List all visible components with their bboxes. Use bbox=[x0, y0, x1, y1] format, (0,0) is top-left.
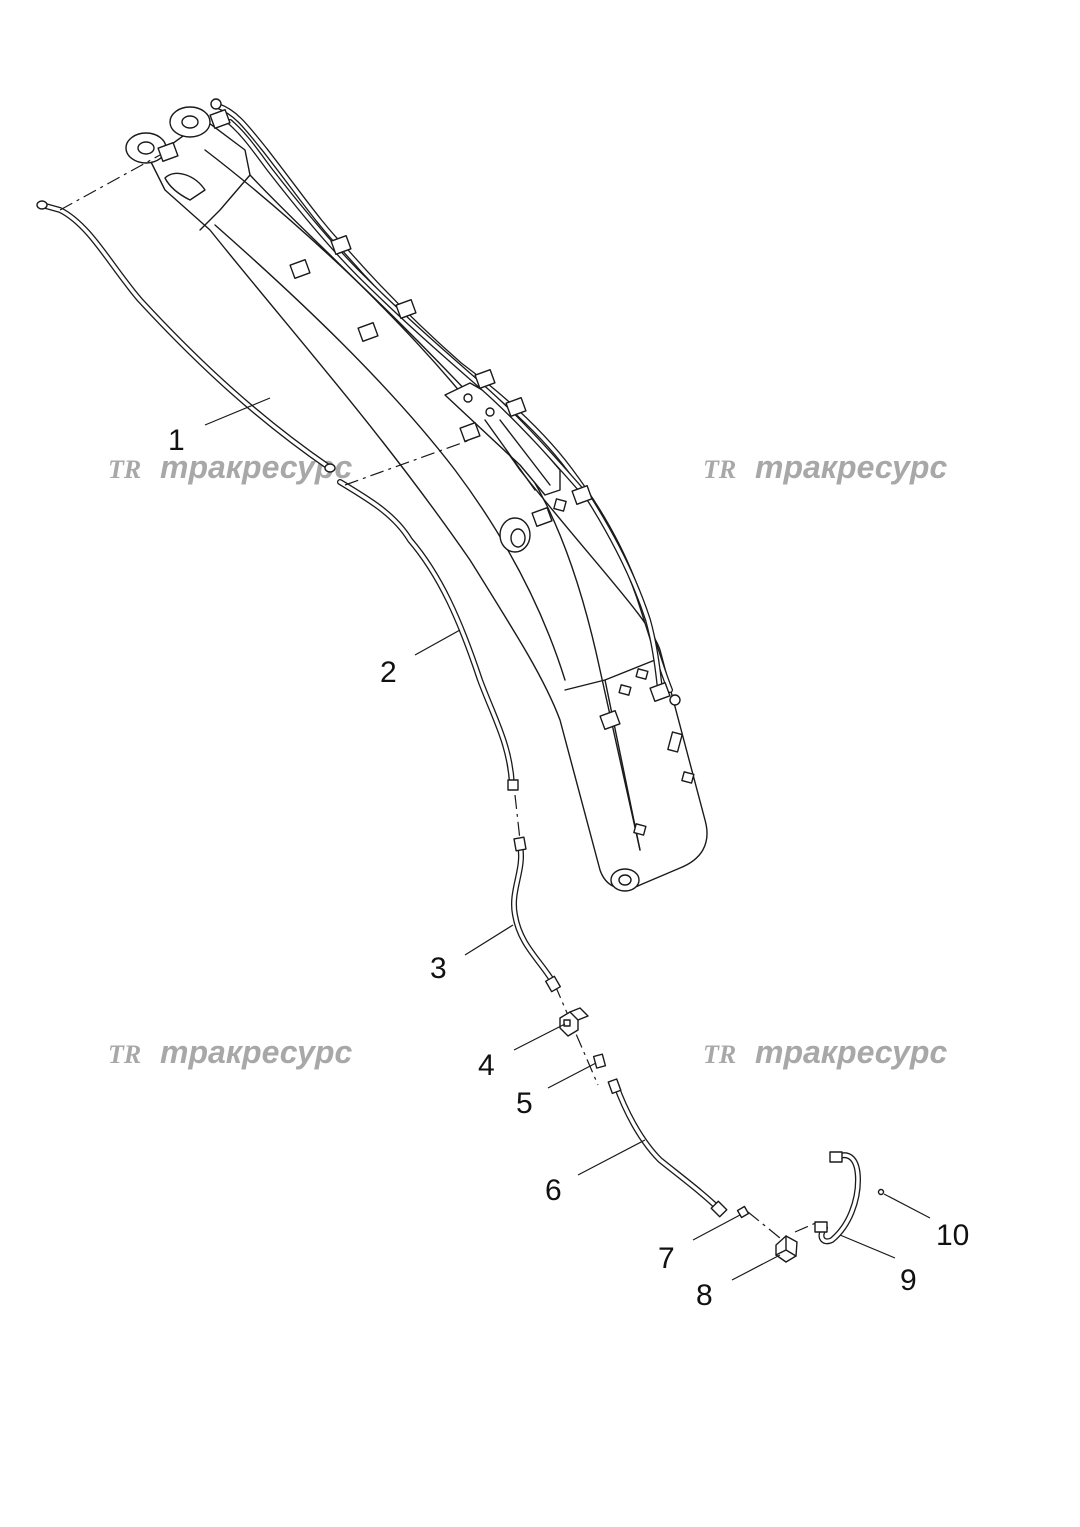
part-label-6: 6 bbox=[545, 1174, 562, 1207]
watermark-text: тракресурс bbox=[755, 449, 947, 485]
watermark-logo: TR bbox=[703, 1040, 736, 1069]
part-label-7: 7 bbox=[658, 1242, 675, 1275]
part-label-4: 4 bbox=[478, 1049, 495, 1082]
alignment-lines bbox=[59, 154, 819, 1239]
part-label-9: 9 bbox=[900, 1264, 917, 1297]
part-label-1: 1 bbox=[168, 424, 185, 457]
part-label-8: 8 bbox=[696, 1279, 713, 1312]
pin-10 bbox=[877, 1188, 885, 1196]
pipe-9 bbox=[814, 1151, 861, 1245]
watermark-text: тракресурс bbox=[755, 1034, 947, 1070]
block-8 bbox=[775, 1235, 798, 1263]
watermark-logo: TR bbox=[108, 1040, 141, 1069]
watermark-text: тракресурс bbox=[160, 1034, 352, 1070]
fitting-5 bbox=[592, 1053, 607, 1069]
watermark-text: тракресурс bbox=[160, 449, 352, 485]
watermark-logo: TR bbox=[703, 455, 736, 484]
hose-6 bbox=[607, 1078, 728, 1218]
watermark-top-left: TR тракресурс bbox=[108, 449, 352, 485]
part-labels: 1 2 3 4 5 6 7 8 9 10 bbox=[168, 424, 969, 1312]
boom-arm bbox=[125, 106, 708, 892]
watermark-bottom-left: TR тракресурс bbox=[108, 1034, 352, 1070]
part-label-10: 10 bbox=[936, 1219, 969, 1252]
watermark-bottom-right: TR тракресурс bbox=[703, 1034, 947, 1070]
tube-1 bbox=[36, 200, 336, 473]
watermark-top-right: TR тракресурс bbox=[703, 449, 947, 485]
part-label-3: 3 bbox=[430, 952, 447, 985]
arm-tubes bbox=[157, 98, 681, 731]
bracket-4 bbox=[559, 1007, 589, 1037]
part-label-2: 2 bbox=[380, 656, 397, 689]
tube-2 bbox=[337, 479, 519, 791]
leader-lines bbox=[204, 397, 931, 1281]
part-label-5: 5 bbox=[516, 1087, 533, 1120]
hose-3 bbox=[511, 836, 562, 993]
watermark-logo: TR bbox=[108, 455, 141, 484]
fitting-7 bbox=[736, 1205, 750, 1219]
